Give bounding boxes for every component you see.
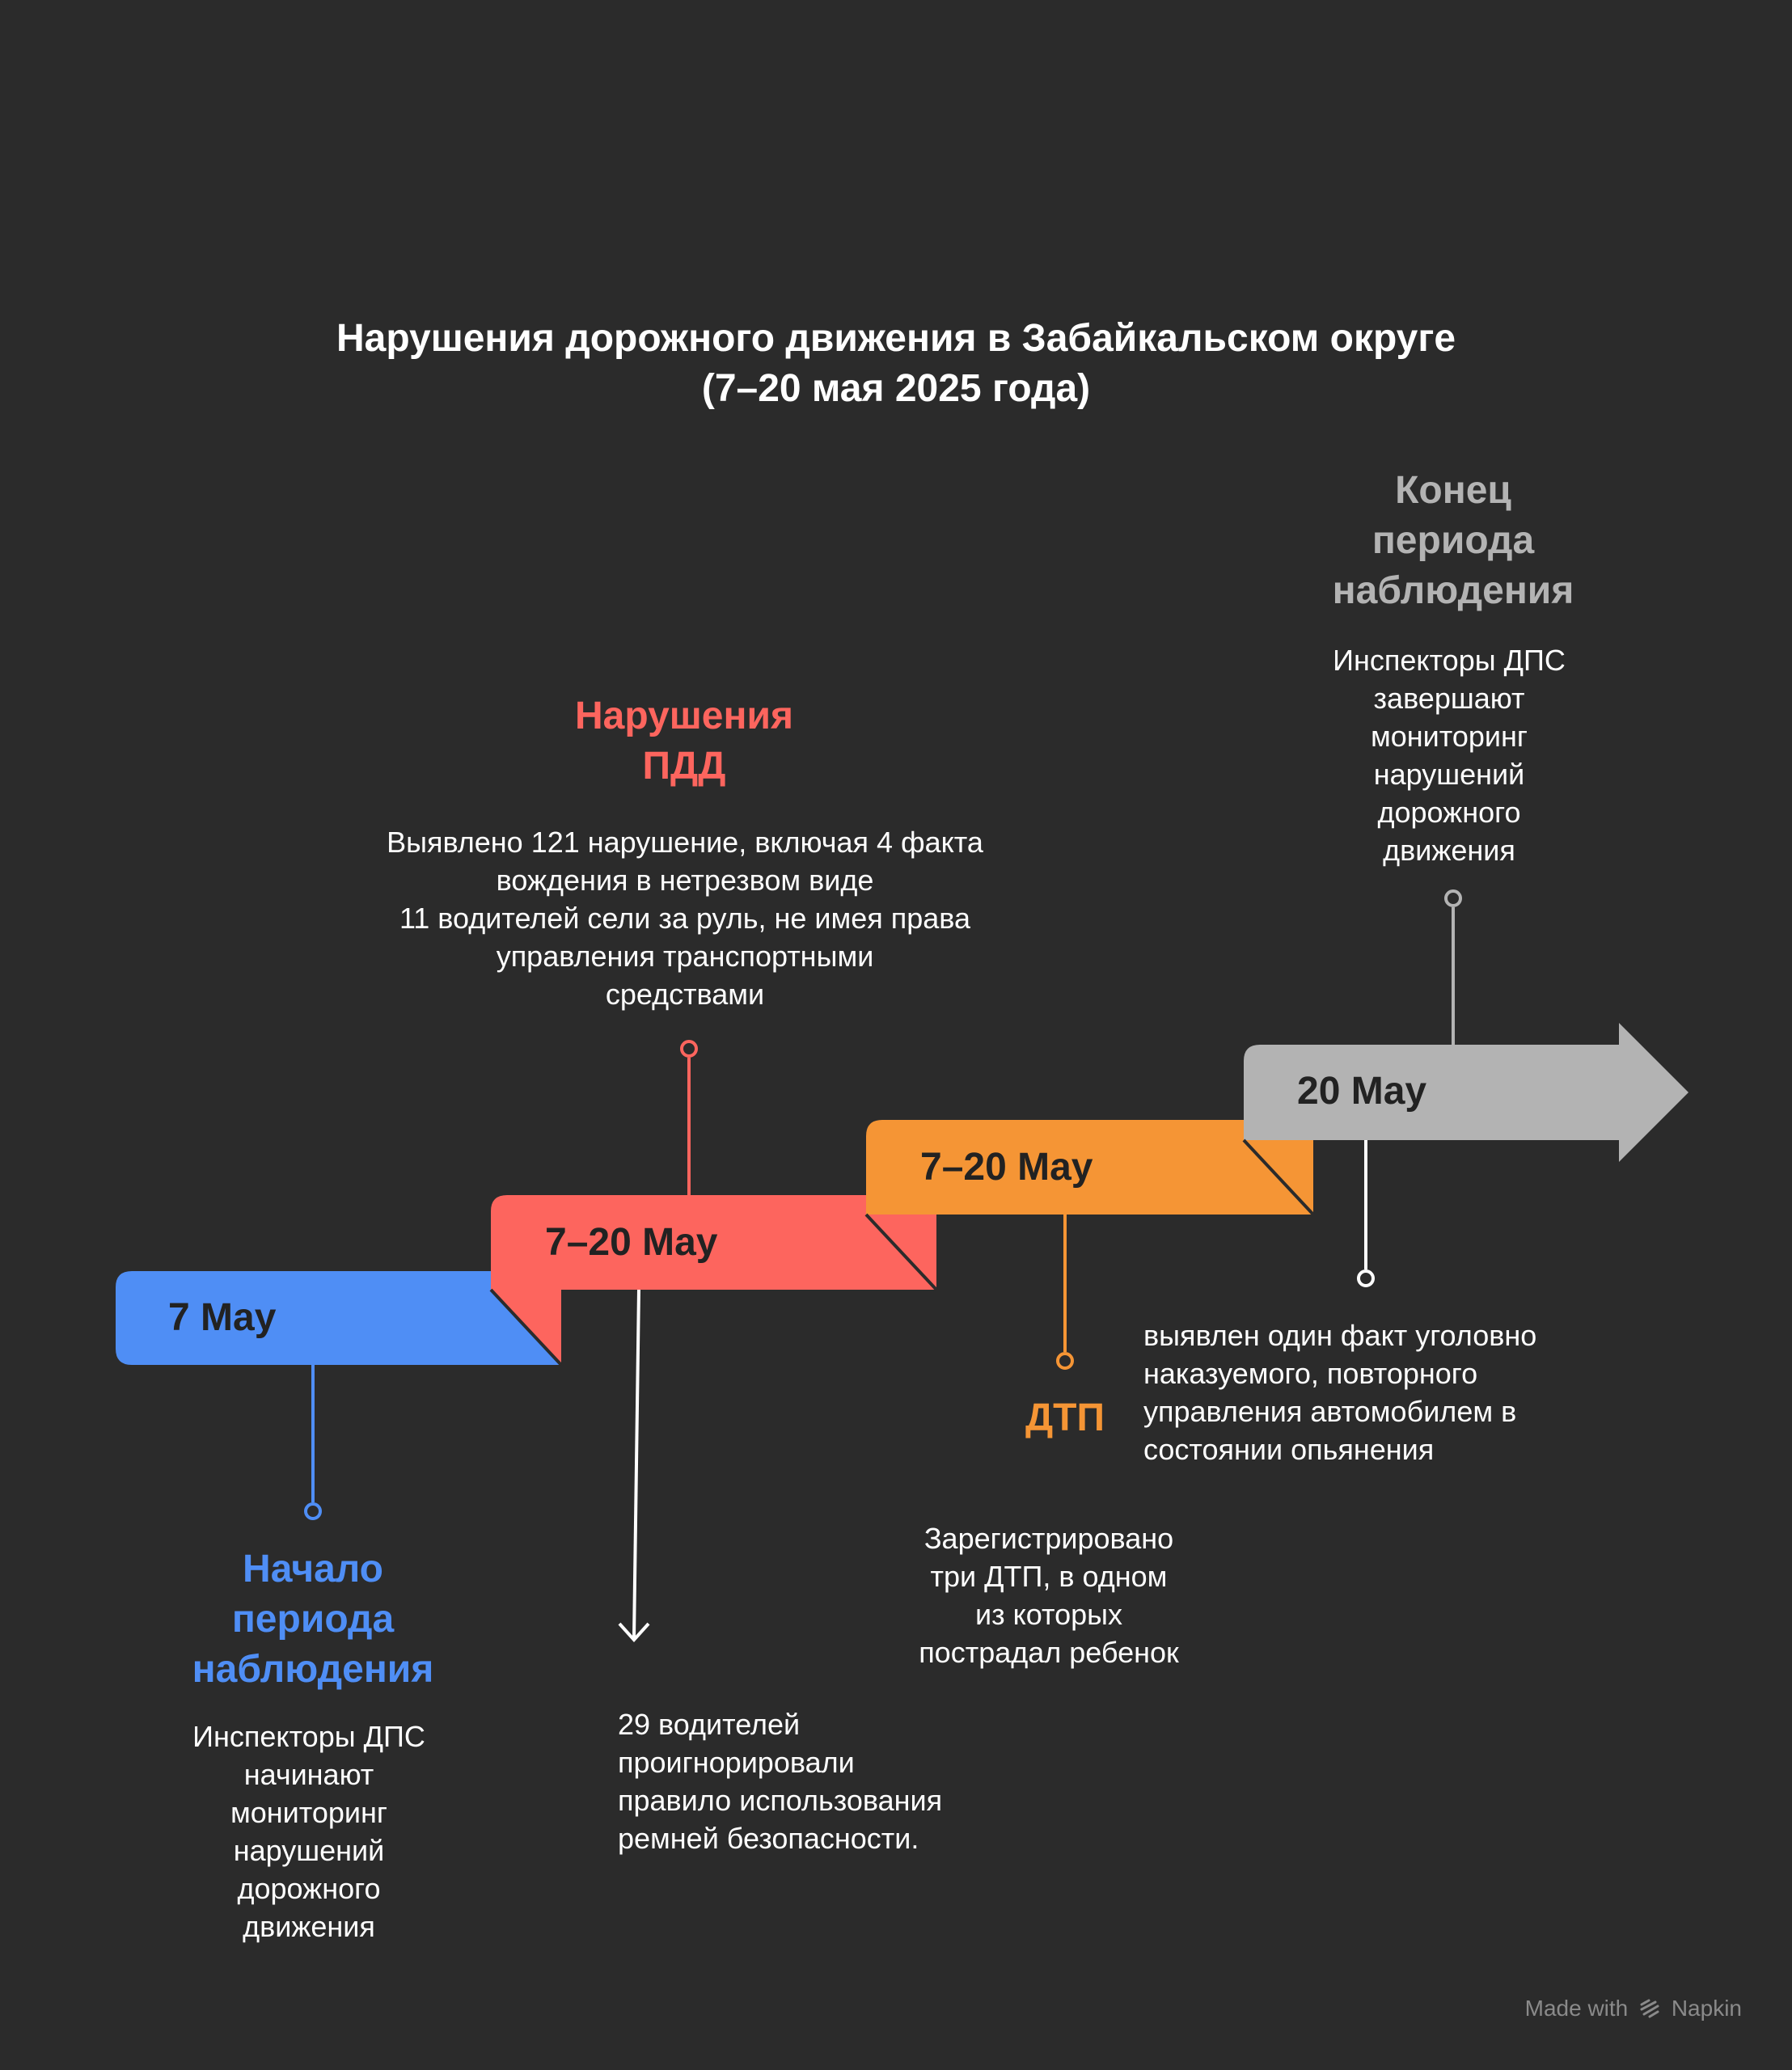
- step-3-band-group: [866, 1120, 1315, 1216]
- step-2-fold-edge: [864, 1213, 938, 1291]
- step-4-heading: Конец периода наблюдения: [1332, 469, 1574, 612]
- step-1-band-group: [116, 1271, 563, 1367]
- footer-credit: Made with Napkin: [1525, 1996, 1742, 2021]
- step-2-description: Выявлено 121 нарушение, включая 4 факта …: [387, 826, 983, 1011]
- step-2-band: [491, 1195, 936, 1290]
- step-2-heading: Нарушения ПДД: [575, 695, 793, 788]
- step-2-band-group: [491, 1195, 938, 1291]
- step-4-arrow-band: [1244, 1023, 1688, 1162]
- title-line-1: Нарушения дорожного движения в Забайкаль…: [336, 317, 1456, 360]
- step-3-band: [866, 1120, 1313, 1215]
- step-2-connector: [680, 1040, 698, 1195]
- step-4-note-connector: [1357, 1140, 1375, 1287]
- step-2-note-arrow: [618, 1289, 650, 1642]
- step-4-band: [1244, 1023, 1688, 1162]
- step-1-fold-edge: [489, 1288, 563, 1367]
- step-4-note: выявлен один факт уголовно наказуемого, …: [1143, 1319, 1537, 1466]
- step-3-date: 7–20 May: [920, 1146, 1093, 1189]
- title-line-2: (7–20 мая 2025 года): [701, 367, 1091, 410]
- step-2-date: 7–20 May: [545, 1221, 718, 1264]
- step-1-heading: Начало периода наблюдения: [192, 1548, 434, 1691]
- step-3-description: Зарегистрировано три ДТП, в одном из кот…: [919, 1522, 1179, 1669]
- step-2-note: 29 водителей проигнорировали правило исп…: [618, 1708, 943, 1855]
- step-4-date: 20 May: [1297, 1070, 1427, 1113]
- step-4-connector: [1444, 889, 1462, 1045]
- step-3-heading: ДТП: [1025, 1396, 1105, 1439]
- step-1-description: Инспекторы ДПС начинают мониторинг наруш…: [192, 1720, 425, 1943]
- napkin-logo-icon: [1640, 1999, 1659, 2018]
- footer-brand: Napkin: [1671, 1996, 1742, 2021]
- step-3-fold-edge: [1242, 1138, 1315, 1216]
- step-1-band: [116, 1271, 561, 1365]
- footer-made-with: Made with: [1524, 1996, 1629, 2021]
- step-3-connector: [1056, 1215, 1074, 1370]
- step-4-description: Инспекторы ДПС завершают мониторинг нару…: [1333, 644, 1566, 867]
- step-1-date: 7 May: [168, 1296, 277, 1339]
- step-1-connector: [304, 1365, 322, 1520]
- page-title: Нарушения дорожного движения в Забайкаль…: [0, 314, 1792, 414]
